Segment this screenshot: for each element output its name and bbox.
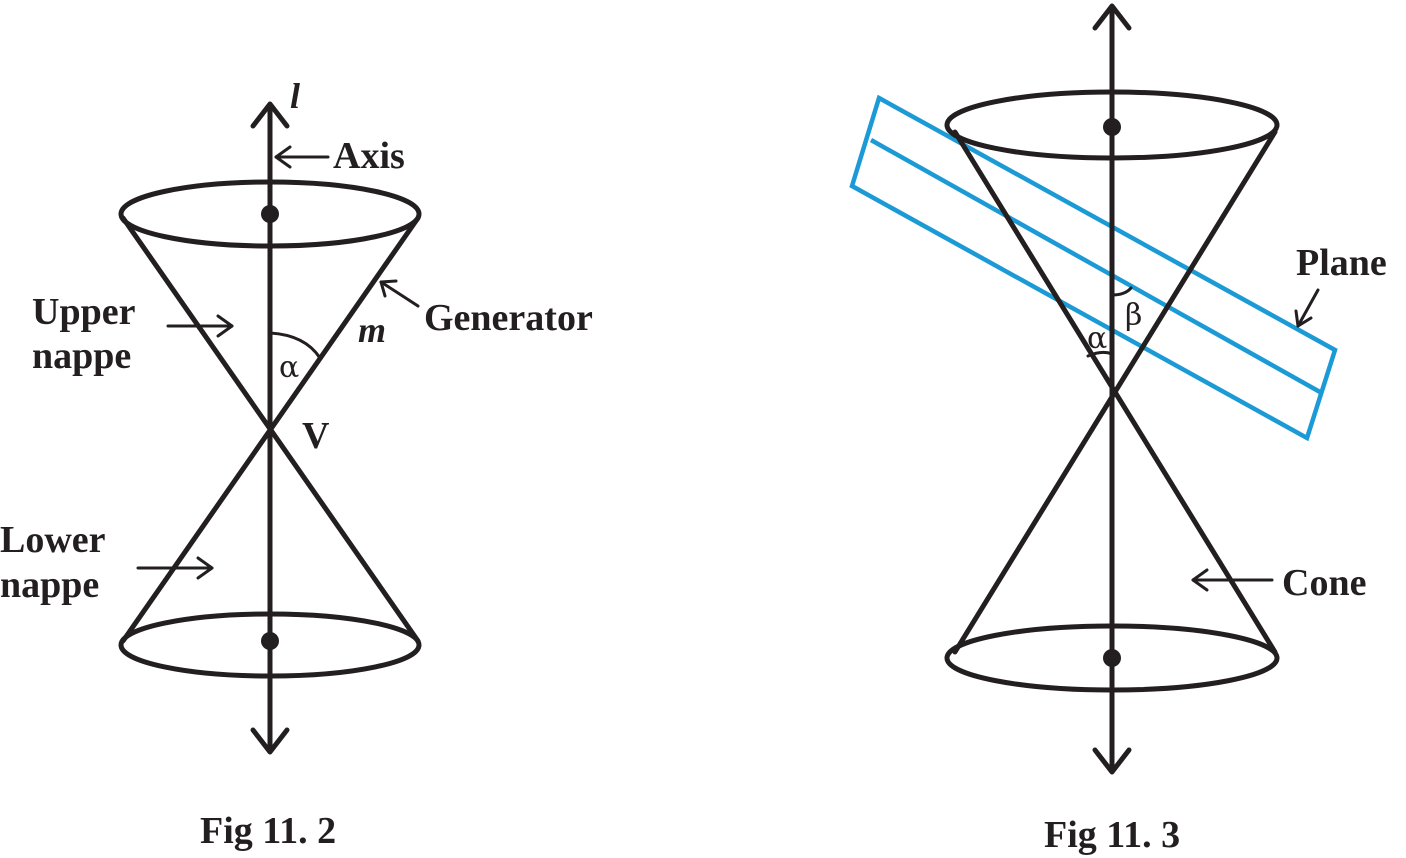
fig1-generator-pointer-line bbox=[379, 280, 420, 308]
fig2-lower-center-dot bbox=[1103, 649, 1121, 667]
fig2-plane-inner-line bbox=[869, 138, 1322, 394]
fig1-axis-pointer-head bbox=[274, 145, 292, 169]
fig2-lower-ellipse bbox=[944, 623, 1280, 693]
fig1-angle-symbol: α bbox=[279, 350, 299, 385]
fig2-cone-pointer-head bbox=[1191, 568, 1209, 592]
fig2-plane-pointer-head bbox=[1294, 309, 1313, 328]
fig1-generator-pointer-head bbox=[379, 279, 398, 298]
fig1-upper-nappe-line1: Upper bbox=[32, 291, 136, 333]
fig1-axis-label: Axis bbox=[333, 135, 405, 177]
figure-11-2: l Axis Generator m Upper nappe Lower nap… bbox=[0, 76, 593, 852]
fig2-alpha-symbol: α bbox=[1087, 321, 1107, 356]
fig1-caption: Fig 11. 2 bbox=[200, 810, 336, 852]
fig2-axis-top-arrowhead bbox=[1092, 3, 1132, 31]
fig1-angle-arc bbox=[268, 331, 322, 360]
fig1-upper-nappe-line2: nappe bbox=[32, 335, 131, 377]
fig2-caption: Fig 11. 3 bbox=[1044, 814, 1180, 856]
fig1-lower-ellipse bbox=[118, 611, 422, 679]
fig2-plane-pointer-line bbox=[1296, 288, 1320, 328]
fig1-generator-label: Generator bbox=[424, 297, 593, 339]
fig2-axis-bottom-arrowhead bbox=[1092, 747, 1132, 775]
fig1-axis-bottom-arrowhead bbox=[250, 727, 290, 755]
fig2-beta-symbol: β bbox=[1125, 298, 1142, 333]
fig1-upper-ellipse bbox=[118, 179, 422, 249]
fig1-upper-nappe-pointer-head bbox=[216, 314, 234, 338]
fig1-axis-top-arrowhead bbox=[250, 101, 290, 129]
fig2-plane-rectangle bbox=[849, 94, 1338, 442]
fig2-beta-arc bbox=[1110, 286, 1133, 297]
figure-11-3: Plane β α Cone Fig 11. 3 bbox=[849, 3, 1387, 856]
fig2-upper-ellipse bbox=[944, 89, 1280, 161]
fig2-upper-center-dot bbox=[1103, 118, 1121, 136]
fig1-generator-line-right bbox=[120, 215, 421, 644]
fig2-cone-label: Cone bbox=[1282, 562, 1366, 604]
fig2-plane-label: Plane bbox=[1296, 242, 1387, 284]
fig2-alpha-arc bbox=[1086, 350, 1114, 358]
fig1-generator-symbol: m bbox=[358, 310, 386, 350]
fig1-lower-nappe-pointer-head bbox=[196, 556, 214, 580]
fig1-lower-nappe-line2: nappe bbox=[0, 564, 99, 606]
fig1-lower-center-dot bbox=[261, 632, 279, 650]
fig1-lower-nappe-line1: Lower bbox=[0, 519, 106, 561]
fig1-axis-symbol: l bbox=[290, 76, 300, 116]
fig1-upper-center-dot bbox=[261, 205, 279, 223]
fig2-generator-line-right bbox=[952, 129, 1278, 655]
fig1-vertex-label: V bbox=[302, 415, 330, 457]
